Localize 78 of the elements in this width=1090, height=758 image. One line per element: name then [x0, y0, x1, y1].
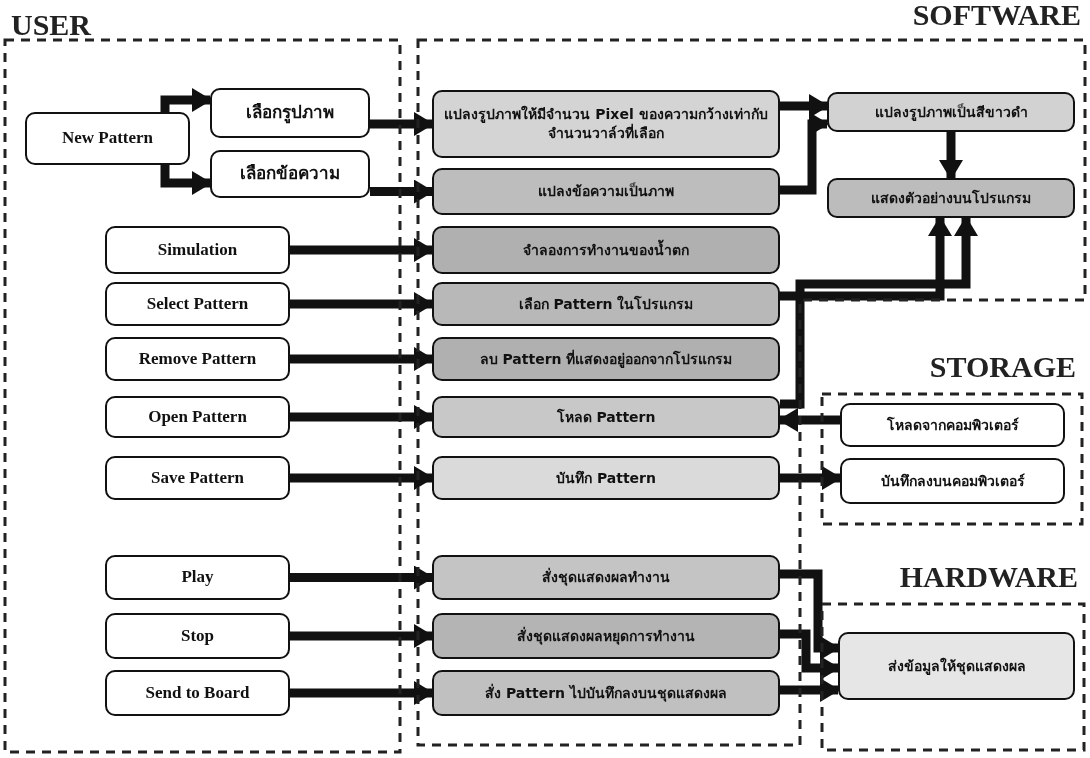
process-box: [25, 112, 190, 165]
step-label: Remove Pattern: [138, 347, 257, 370]
process-box: [105, 555, 290, 600]
process-box: [105, 456, 290, 500]
arrow: [778, 408, 840, 432]
process-box: [827, 178, 1075, 218]
process-box: [432, 168, 780, 215]
arrow: [780, 112, 829, 195]
process-box: [105, 396, 290, 438]
process-box: [827, 92, 1075, 132]
process-box: [210, 88, 370, 138]
arrow: [290, 405, 434, 429]
arrow: [780, 629, 840, 680]
process-box: [432, 670, 780, 716]
group-title: STORAGE: [929, 352, 1076, 382]
step-label: ลบ Pattern ที่แสดงอยู่ออกจากโปรแกรม: [479, 349, 733, 369]
step-label: โหลด Pattern: [556, 407, 656, 427]
process-box: [432, 456, 780, 500]
step-label: เลือก Pattern ในโปรแกรม: [518, 294, 694, 314]
process-box: [840, 458, 1065, 504]
process-box: [105, 282, 290, 326]
arrow: [780, 216, 978, 409]
group-title: HARDWARE: [899, 562, 1078, 592]
process-box: [105, 226, 290, 274]
step-label: Save Pattern: [151, 466, 244, 489]
process-box: [432, 282, 780, 326]
arrow: [290, 466, 434, 490]
step-label: Play: [181, 566, 214, 589]
step-label: เลือกรูปภาพ: [246, 101, 334, 125]
step-label: ส่งข้อมูลให้ชุดแสดงผล: [887, 656, 1026, 676]
process-box: [432, 90, 780, 158]
step-label: จำลองการทำงานของน้ำตก: [523, 240, 689, 260]
group-title: SOFTWARE: [912, 0, 1081, 30]
step-label: เลือกข้อความ: [240, 162, 340, 185]
process-box: [105, 337, 290, 381]
group-title: USER: [11, 10, 92, 40]
arrow: [290, 292, 434, 316]
arrow: [939, 132, 963, 180]
step-label: แปลงรูปภาพเป็นสีขาวดำ: [874, 102, 1028, 122]
step-label: Stop: [180, 624, 215, 647]
step-label: New Pattern: [61, 127, 154, 150]
step-label: สั่ง Pattern ไปบันทึกลงบนชุดแสดงผล: [485, 683, 727, 703]
step-label: โหลดจากคอมพิวเตอร์: [886, 415, 1019, 435]
arrow: [780, 94, 829, 118]
process-box: [432, 555, 780, 600]
process-box: [432, 226, 780, 274]
step-label: Simulation: [157, 238, 238, 261]
arrow: [370, 179, 434, 204]
process-box: [838, 632, 1075, 700]
arrow: [160, 88, 212, 112]
step-label: แปลงข้อความเป็นภาพ: [538, 182, 674, 201]
arrow: [780, 569, 840, 660]
step-label: สั่งชุดแสดงผลหยุดการทำงาน: [517, 626, 695, 646]
step-label: แสดงตัวอย่างบนโปรแกรม: [871, 188, 1031, 208]
arrow: [290, 681, 434, 705]
step-label: Open Pattern: [148, 405, 247, 428]
process-box: [105, 670, 290, 716]
step-label: บันทึก Pattern: [556, 468, 656, 488]
step-label: สั่งชุดแสดงผลทำงาน: [542, 568, 670, 587]
arrow: [780, 466, 842, 490]
step-label: แปลงรูปภาพให้มีจำนวน Pixel ของความกว้างเท่ากับจำนวนวาล์วที่เลือก: [443, 105, 769, 143]
process-box: [840, 403, 1065, 447]
arrow: [160, 165, 212, 195]
arrow: [290, 565, 434, 590]
process-box: [210, 150, 370, 198]
arrow: [780, 216, 952, 301]
process-box: [105, 613, 290, 659]
arrow: [290, 624, 434, 648]
arrow: [370, 112, 434, 136]
arrow: [290, 238, 434, 262]
process-box: [432, 396, 780, 438]
step-label: Select Pattern: [146, 292, 249, 315]
step-label: Send to Board: [145, 681, 250, 704]
arrow: [290, 347, 434, 371]
step-label: บันทึกลงบนคอมพิวเตอร์: [880, 471, 1025, 491]
arrow: [780, 678, 840, 702]
process-box: [432, 613, 780, 659]
process-box: [432, 337, 780, 381]
